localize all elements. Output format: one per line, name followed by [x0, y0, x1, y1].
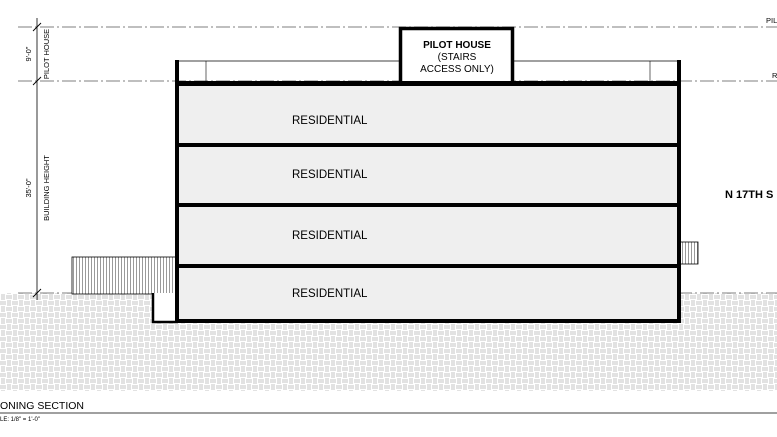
street-label: N 17TH S: [725, 189, 773, 201]
floor-3-label: RESIDENTIAL: [292, 169, 368, 181]
floor-4-fill: [179, 86, 677, 143]
top-level-label: PIL: [766, 16, 777, 25]
pilot-house-height-label: PILOT HOUSE: [42, 29, 51, 79]
right-exterior-wall: [677, 60, 681, 323]
dimension-tick: [32, 76, 42, 86]
floor-2-label: RESIDENTIAL: [292, 230, 368, 242]
pilot-house-name: PILOT HOUSE: [423, 40, 491, 51]
ground-slab: [176, 319, 680, 323]
roof-slab: [176, 81, 680, 86]
dimension-tick: [32, 288, 42, 298]
floor-slab-2: [176, 203, 680, 207]
scale-note: LE: 1/8" = 1'-0": [0, 417, 40, 423]
roof-level-label: R: [772, 71, 777, 80]
floor-1-label-mask: [288, 285, 370, 298]
floor-2-fill: [179, 207, 677, 264]
dimension-tick: [32, 22, 42, 32]
floor-1-fill: [179, 268, 677, 319]
pilot-house-fill: [402, 30, 511, 81]
basement-well: [153, 293, 177, 322]
pilot-house-walls: [398, 26, 515, 83]
floor-4-label: RESIDENTIAL: [292, 115, 368, 127]
floor-3-fill: [179, 147, 677, 203]
pilot-house-height-dimension: 9'-0": [24, 46, 33, 61]
floor-1-label: RESIDENTIAL: [292, 288, 368, 300]
building-height-label: BUILDING HEIGHT: [42, 155, 51, 221]
exterior-stair-left: [71, 256, 177, 295]
floor-slab-3: [176, 143, 680, 147]
drawing-title: ONING SECTION: [0, 400, 84, 412]
pilot-house-note-line2: ACCESS ONLY): [420, 64, 494, 75]
basement-ledge-wall: [151, 293, 178, 324]
exterior-steps-right: [679, 241, 699, 265]
floor-slab-1: [176, 264, 680, 268]
left-exterior-wall: [175, 60, 179, 323]
pilot-house-note-line1: (STAIRS: [438, 52, 477, 63]
building-height-dimension: 35'-0": [24, 178, 33, 197]
